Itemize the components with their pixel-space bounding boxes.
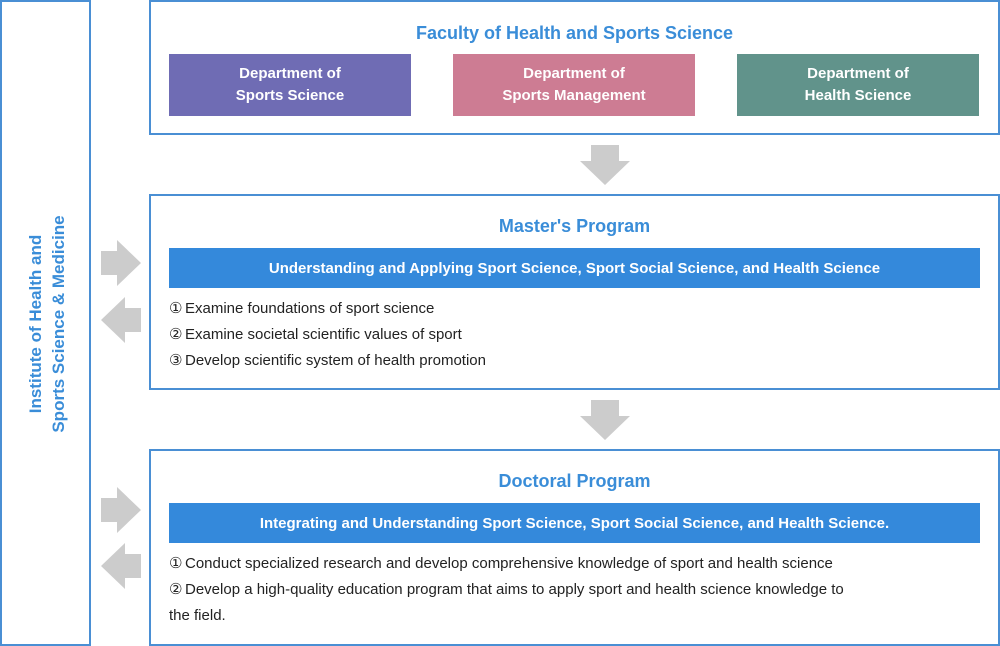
down-arrow-icon — [580, 400, 630, 440]
masters-title: Master's Program — [498, 216, 651, 236]
department-sports-management: Department of Sports Management — [453, 54, 695, 116]
faculty-box: Faculty of Health and Sports Science Dep… — [149, 0, 1000, 135]
institute-label: Institute of Health and Sports Science &… — [26, 215, 68, 433]
department-health-science: Department of Health Science — [737, 54, 979, 116]
right-arrow-icon — [101, 240, 141, 286]
right-arrow-icon — [101, 487, 141, 533]
masters-box: Master's Program Understanding and Apply… — [149, 194, 1000, 390]
faculty-title: Faculty of Health and Sports Science — [415, 23, 734, 43]
department-sports-science: Department of Sports Science — [169, 54, 411, 116]
left-arrow-icon — [101, 297, 141, 343]
doctoral-banner: Integrating and Understanding Sport Scie… — [169, 503, 980, 543]
doctoral-title: Doctoral Program — [498, 471, 651, 491]
institute-box: Institute of Health and Sports Science &… — [0, 0, 91, 646]
list-item-continuation: the field. — [169, 607, 226, 624]
masters-banner: Understanding and Applying Sport Science… — [169, 248, 980, 288]
left-arrow-icon — [101, 543, 141, 589]
doctoral-box: Doctoral Program Integrating and Underst… — [149, 449, 1000, 646]
down-arrow-icon — [580, 145, 630, 185]
